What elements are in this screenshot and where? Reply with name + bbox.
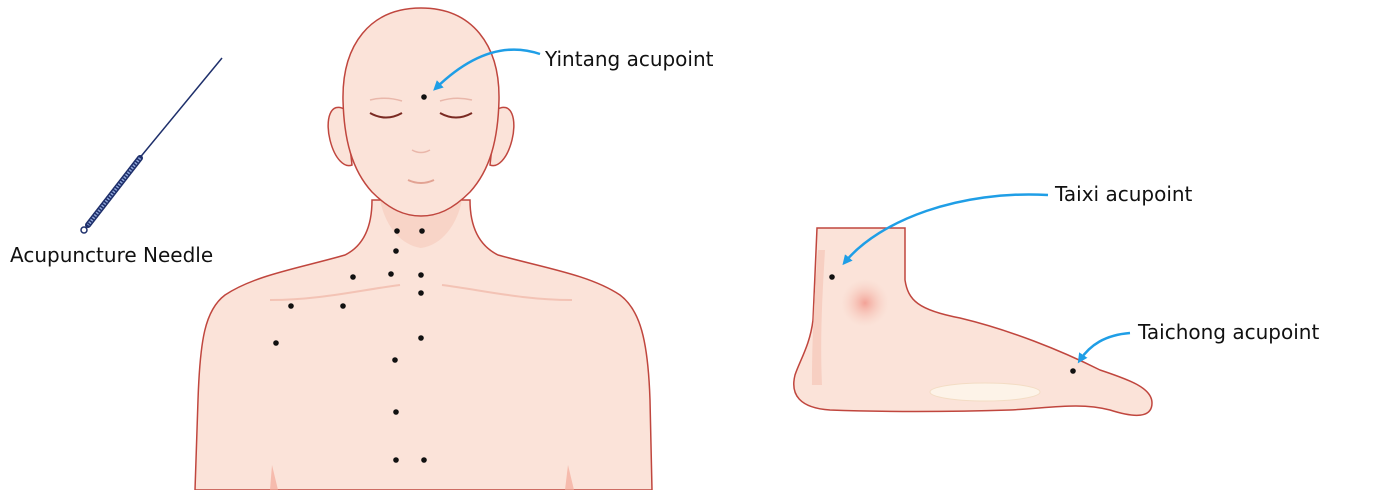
acupoint-dot (419, 228, 425, 234)
acupoint-dot (392, 357, 398, 363)
inflamed-spot (841, 279, 889, 327)
yintang-label: Yintang acupoint (545, 49, 714, 69)
yintang-point (421, 94, 427, 100)
acupoint-dot (418, 272, 424, 278)
acupoint-dot (288, 303, 294, 309)
acupoint-dot (340, 303, 346, 309)
acupoint-dot (273, 340, 279, 346)
taichong-point (1070, 368, 1076, 374)
acupoint-dot (421, 457, 427, 463)
needle-label: Acupuncture Needle (10, 245, 213, 265)
acupoint-dot (418, 335, 424, 341)
acupoint-dot (388, 271, 394, 277)
acupoint-dot (350, 274, 356, 280)
taixi-point (829, 274, 835, 280)
acupoint-dot (393, 457, 399, 463)
human-torso-figure (195, 8, 652, 490)
foot-figure (794, 228, 1152, 415)
acupoint-dot (393, 248, 399, 254)
acupoint-dot (418, 290, 424, 296)
taichong-label: Taichong acupoint (1138, 322, 1319, 342)
acupoint-dot (393, 409, 399, 415)
pointer-arrow-icon (1080, 333, 1130, 360)
head-shape (343, 8, 499, 216)
acupuncture-needle-icon (81, 58, 222, 233)
taixi-label: Taixi acupoint (1055, 184, 1192, 204)
acupoint-dot (394, 228, 400, 234)
